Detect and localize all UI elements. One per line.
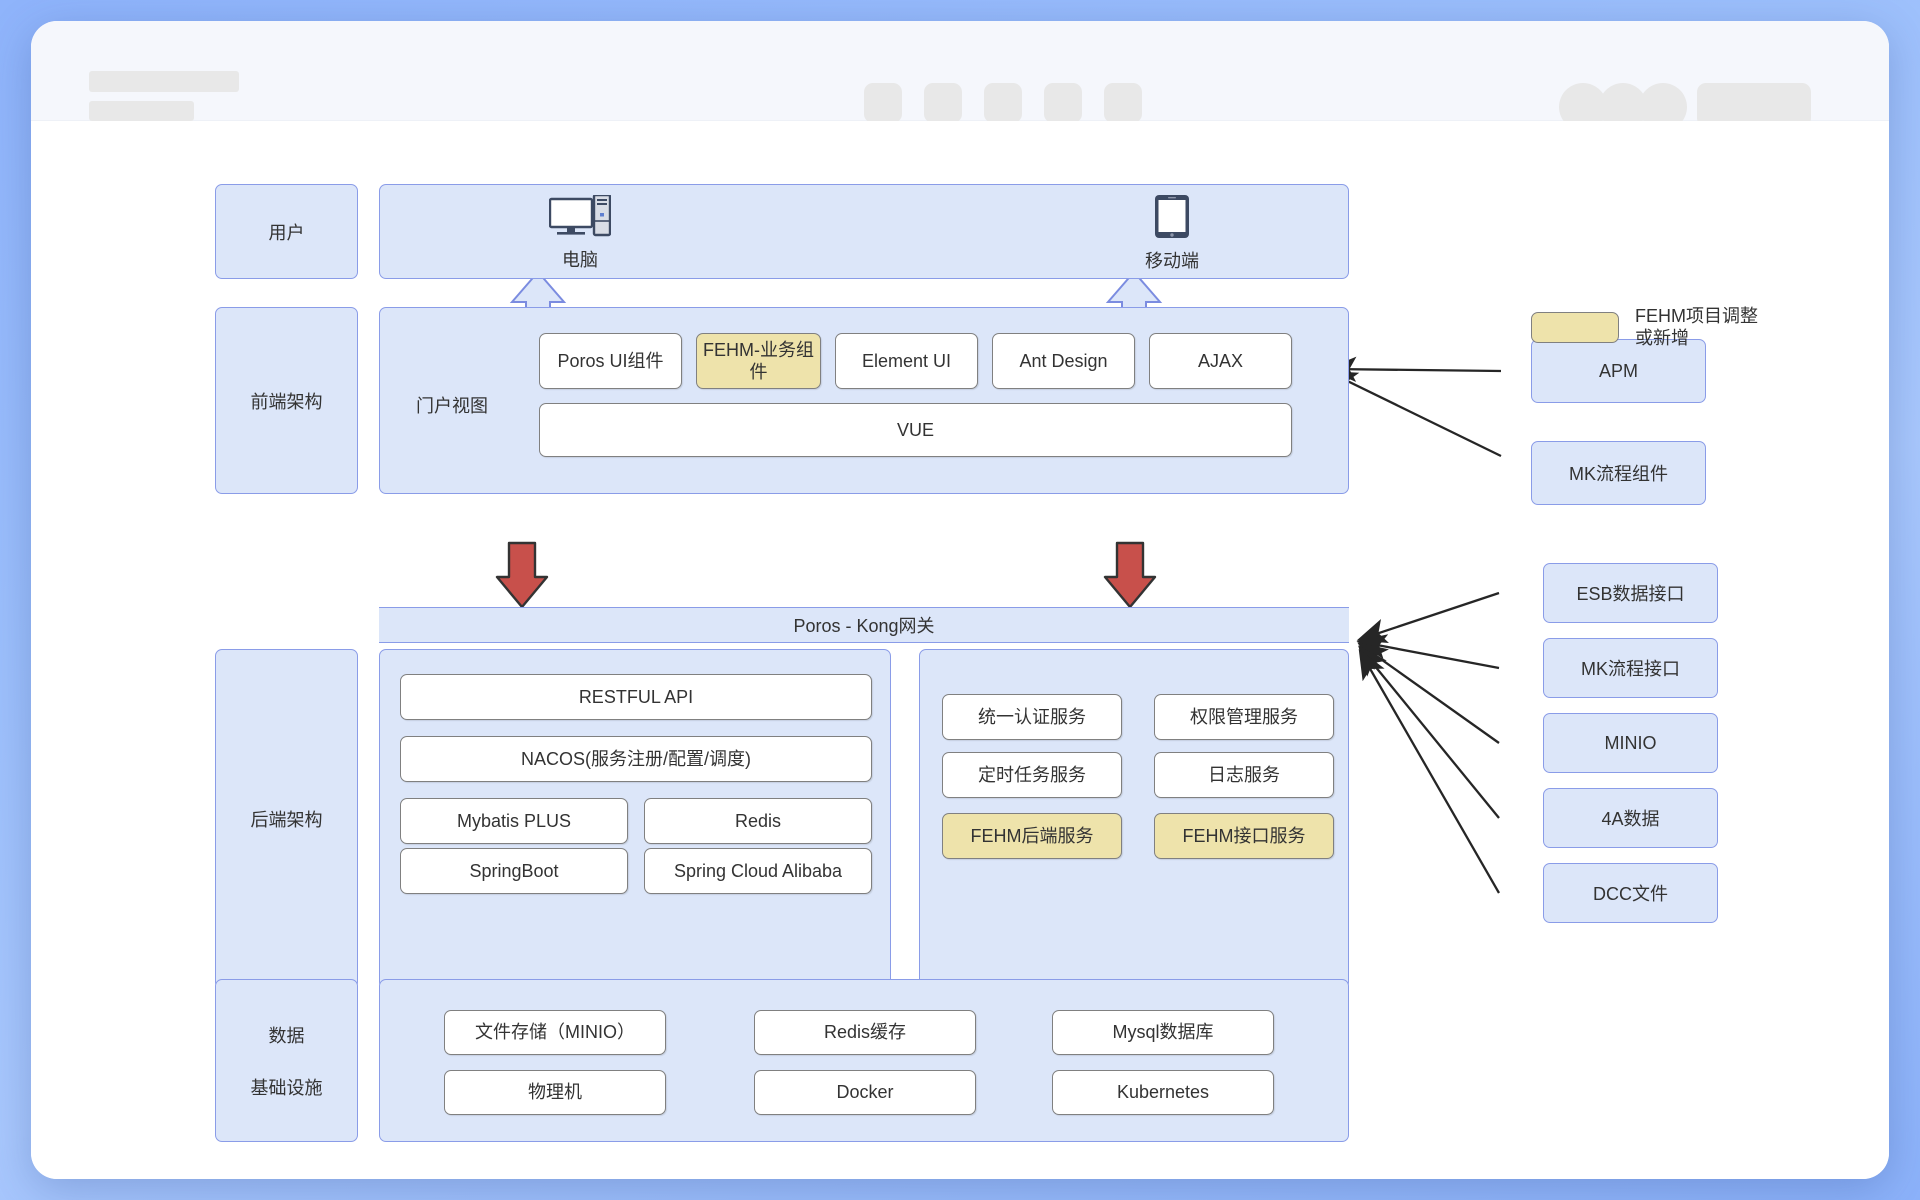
- backend-services-panel: 统一认证服务 权限管理服务 定时任务服务 日志服务 FEHM后端服务 FEHM接…: [919, 649, 1349, 989]
- connector-backend-external: [1356, 591, 1500, 894]
- client-desktop-label: 电脑: [562, 249, 598, 270]
- external-mk-process-component[interactable]: MK流程组件: [1531, 441, 1706, 505]
- external-apm[interactable]: APM: [1531, 339, 1706, 403]
- user-clients-panel: 电脑 移动端: [379, 184, 1349, 279]
- legend: FEHM项目调整或新增: [1531, 304, 1871, 350]
- external-mk-process-interface[interactable]: MK流程接口: [1543, 638, 1718, 698]
- data-docker[interactable]: Docker: [754, 1070, 976, 1115]
- chrome-tab-5[interactable]: [1104, 83, 1142, 123]
- data-infrastructure-panel: 文件存储（MINIO） Redis缓存 Mysql数据库 物理机 Docker …: [379, 979, 1349, 1142]
- layer-label-frontend: 前端架构: [215, 307, 358, 494]
- frontend-component-element-ui[interactable]: Element UI: [835, 333, 978, 389]
- legend-swatch: [1531, 311, 1619, 343]
- frontend-framework-vue[interactable]: VUE: [539, 403, 1292, 457]
- frontend-component-ant-design[interactable]: Ant Design: [992, 333, 1135, 389]
- service-fehm-backend[interactable]: FEHM后端服务: [942, 813, 1122, 859]
- client-mobile[interactable]: 移动端: [1112, 193, 1232, 273]
- arrow-down-frontend-to-gateway-right: [1103, 541, 1157, 609]
- gateway-bar[interactable]: Poros - Kong网关: [379, 607, 1349, 643]
- service-scheduled-task[interactable]: 定时任务服务: [942, 752, 1122, 798]
- arrow-down-frontend-to-gateway-left: [495, 541, 549, 609]
- external-dcc-file[interactable]: DCC文件: [1543, 863, 1718, 923]
- service-logging[interactable]: 日志服务: [1154, 752, 1334, 798]
- backend-springboot[interactable]: SpringBoot: [400, 848, 628, 894]
- chrome-action-button-placeholder[interactable]: [1697, 83, 1811, 127]
- data-physical-machine[interactable]: 物理机: [444, 1070, 666, 1115]
- browser-window: 用户 电脑: [31, 21, 1889, 1179]
- external-esb-data-interface[interactable]: ESB数据接口: [1543, 563, 1718, 623]
- legend-label: FEHM项目调整或新增: [1635, 305, 1758, 349]
- frontend-component-poros-ui[interactable]: Poros UI组件: [539, 333, 682, 389]
- chrome-subtitle-placeholder: [89, 101, 194, 121]
- frontend-panel-title: 门户视图: [416, 396, 488, 416]
- external-minio[interactable]: MINIO: [1543, 713, 1718, 773]
- backend-left-panel: RESTFUL API NACOS(服务注册/配置/调度) Mybatis PL…: [379, 649, 891, 989]
- data-redis-cache[interactable]: Redis缓存: [754, 1010, 976, 1055]
- data-file-storage-minio[interactable]: 文件存储（MINIO）: [444, 1010, 666, 1055]
- layer-label-backend: 后端架构: [215, 649, 358, 989]
- gateway-label: Poros - Kong网关: [793, 616, 935, 636]
- service-unified-auth[interactable]: 统一认证服务: [942, 694, 1122, 740]
- data-kubernetes[interactable]: Kubernetes: [1052, 1070, 1274, 1115]
- data-mysql-database[interactable]: Mysql数据库: [1052, 1010, 1274, 1055]
- frontend-component-ajax[interactable]: AJAX: [1149, 333, 1292, 389]
- chrome-tab-2[interactable]: [924, 83, 962, 123]
- chrome-tab-3[interactable]: [984, 83, 1022, 123]
- client-mobile-label: 移动端: [1145, 251, 1199, 271]
- connector-frontend-external: [1326, 356, 1502, 458]
- browser-chrome-bar: [31, 21, 1889, 131]
- layer-label-user: 用户: [215, 184, 358, 279]
- backend-redis[interactable]: Redis: [644, 798, 872, 844]
- external-4a-data[interactable]: 4A数据: [1543, 788, 1718, 848]
- backend-mybatis-plus[interactable]: Mybatis PLUS: [400, 798, 628, 844]
- service-permission-management[interactable]: 权限管理服务: [1154, 694, 1334, 740]
- chrome-tab-4[interactable]: [1044, 83, 1082, 123]
- frontend-panel: 门户视图 Poros UI组件 FEHM-业务组件 Element UI Ant…: [379, 307, 1349, 494]
- service-fehm-interface[interactable]: FEHM接口服务: [1154, 813, 1334, 859]
- architecture-diagram-canvas: 用户 电脑: [31, 121, 1889, 1179]
- backend-nacos[interactable]: NACOS(服务注册/配置/调度): [400, 736, 872, 782]
- backend-spring-cloud-alibaba[interactable]: Spring Cloud Alibaba: [644, 848, 872, 894]
- chrome-title-placeholder: [89, 71, 239, 92]
- desktop-computer-icon: [549, 194, 611, 236]
- chrome-tab-1[interactable]: [864, 83, 902, 123]
- mobile-tablet-icon: [1155, 195, 1189, 238]
- backend-restful-api[interactable]: RESTFUL API: [400, 674, 872, 720]
- frontend-component-fehm-business[interactable]: FEHM-业务组件: [696, 333, 821, 389]
- layer-label-data: 数据 基础设施: [215, 979, 358, 1142]
- client-desktop[interactable]: 电脑: [520, 193, 640, 273]
